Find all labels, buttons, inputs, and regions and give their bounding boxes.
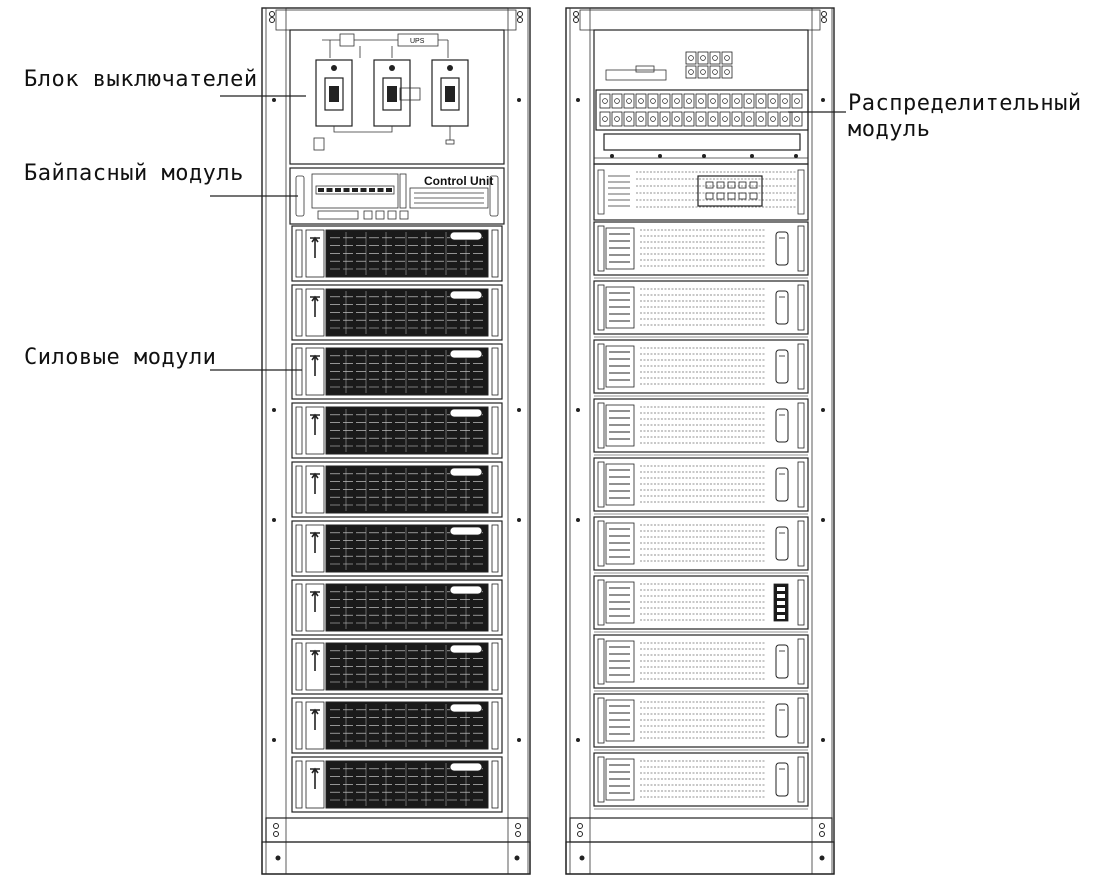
labels: Блок выключателей Байпасный модуль Силов… bbox=[24, 67, 1082, 371]
power-module bbox=[291, 697, 503, 754]
rear-module bbox=[593, 457, 809, 515]
rear-module bbox=[593, 516, 809, 574]
svg-text:UPS: UPS bbox=[410, 38, 425, 45]
breaker-block: UPS bbox=[289, 29, 505, 165]
rear-bypass-module bbox=[593, 163, 809, 221]
power-module bbox=[291, 756, 503, 813]
rear-module bbox=[593, 221, 809, 279]
power-module bbox=[291, 638, 503, 695]
distribution-module bbox=[593, 29, 809, 165]
distribution-module-label-line2: модуль bbox=[848, 117, 930, 142]
bypass-module: Control Unit bbox=[289, 167, 505, 225]
distribution-module-label-line1: Распределительный bbox=[848, 91, 1082, 116]
rear-module bbox=[593, 398, 809, 456]
bypass-module-label: Байпасный модуль bbox=[24, 161, 244, 186]
power-module bbox=[291, 343, 503, 400]
rear-module bbox=[593, 634, 809, 692]
power-module bbox=[291, 461, 503, 518]
front-cabinet: UPS bbox=[261, 7, 531, 875]
rear-module bbox=[593, 280, 809, 338]
control-unit-label: Control Unit bbox=[424, 174, 493, 188]
rear-module bbox=[593, 693, 809, 751]
power-module bbox=[291, 520, 503, 577]
power-modules-label: Силовые модули bbox=[24, 345, 216, 370]
rear-module bbox=[593, 339, 809, 397]
rear-cabinet bbox=[565, 7, 835, 875]
power-module bbox=[291, 284, 503, 341]
breaker-block-label: Блок выключателей bbox=[24, 67, 258, 92]
power-module bbox=[291, 225, 503, 282]
power-modules bbox=[291, 225, 503, 813]
power-module bbox=[291, 579, 503, 636]
rear-modules bbox=[593, 221, 809, 810]
rear-module bbox=[593, 575, 809, 633]
rear-module bbox=[593, 752, 809, 810]
power-module bbox=[291, 402, 503, 459]
